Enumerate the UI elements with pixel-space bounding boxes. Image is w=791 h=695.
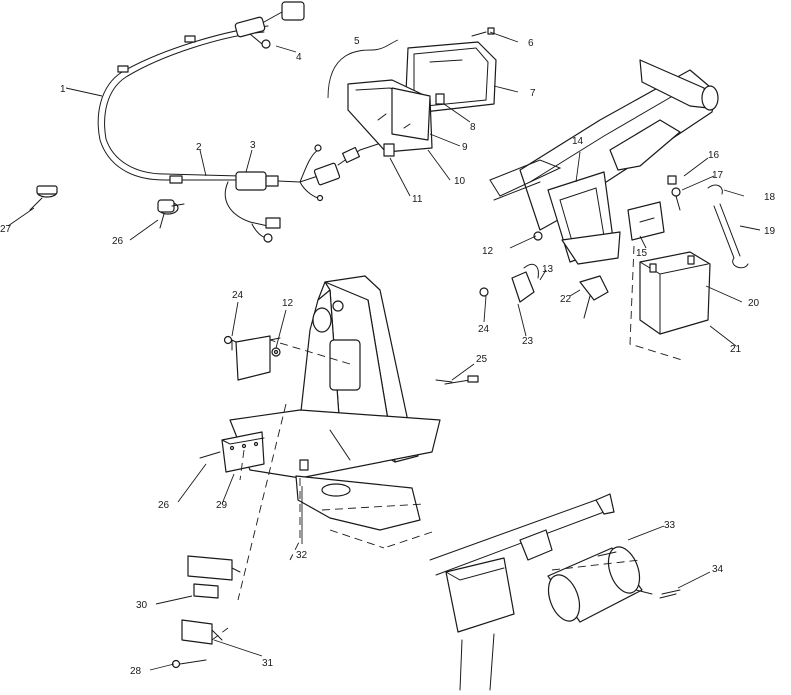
wire-harness [97,1,379,243]
callout-3: 3 [250,140,256,151]
callout-11: 11 [412,194,423,205]
callout-12-coil: 12 [282,298,294,309]
callout-32: 32 [296,550,308,561]
switch-assembly [29,185,185,229]
callout-6: 6 [528,38,534,49]
cdi-module [199,431,265,473]
callout-24-coil: 24 [232,290,244,301]
callout-25: 25 [476,354,488,365]
callout-5: 5 [354,36,360,47]
coil-group [223,335,479,385]
callout-17: 17 [712,170,724,181]
callout-1: 1 [60,84,66,95]
callout-19: 19 [764,226,776,237]
callout-30: 30 [136,600,148,611]
callout-24-frame: 24 [478,324,490,335]
callouts: 1 2 3 4 5 6 7 8 9 10 11 12 12 13 14 15 1… [0,36,776,677]
fuse-group [171,555,241,669]
callout-34: 34 [712,564,724,575]
callout-10: 10 [454,176,466,187]
tail-lamp-assembly [347,41,497,157]
callout-28: 28 [130,666,142,677]
callout-4: 4 [296,52,302,63]
callout-33: 33 [664,520,676,531]
callout-12-frame: 12 [482,246,494,257]
callout-23: 23 [522,336,534,347]
battery-assembly [627,175,749,335]
callout-8: 8 [470,122,476,133]
callout-29: 29 [216,500,228,511]
fasteners [299,27,681,595]
battery-frame [479,59,719,319]
starter-motor [429,493,677,691]
callout-26-cdi: 26 [158,500,170,511]
callout-15: 15 [636,248,648,259]
callout-14: 14 [572,136,584,147]
frame-tower [229,275,441,531]
callout-2: 2 [196,142,202,153]
callout-27: 27 [0,224,12,235]
callout-21: 21 [730,344,742,355]
leader-lines [7,31,761,671]
callout-13: 13 [542,264,554,275]
callout-31: 31 [262,658,274,669]
callout-16: 16 [708,150,720,161]
callout-20: 20 [748,298,760,309]
callout-18: 18 [764,192,776,203]
callout-7: 7 [530,88,536,99]
callout-26-switch: 26 [112,236,124,247]
callout-9: 9 [462,142,468,153]
assembly-lines [211,245,683,641]
callout-22: 22 [560,294,572,305]
